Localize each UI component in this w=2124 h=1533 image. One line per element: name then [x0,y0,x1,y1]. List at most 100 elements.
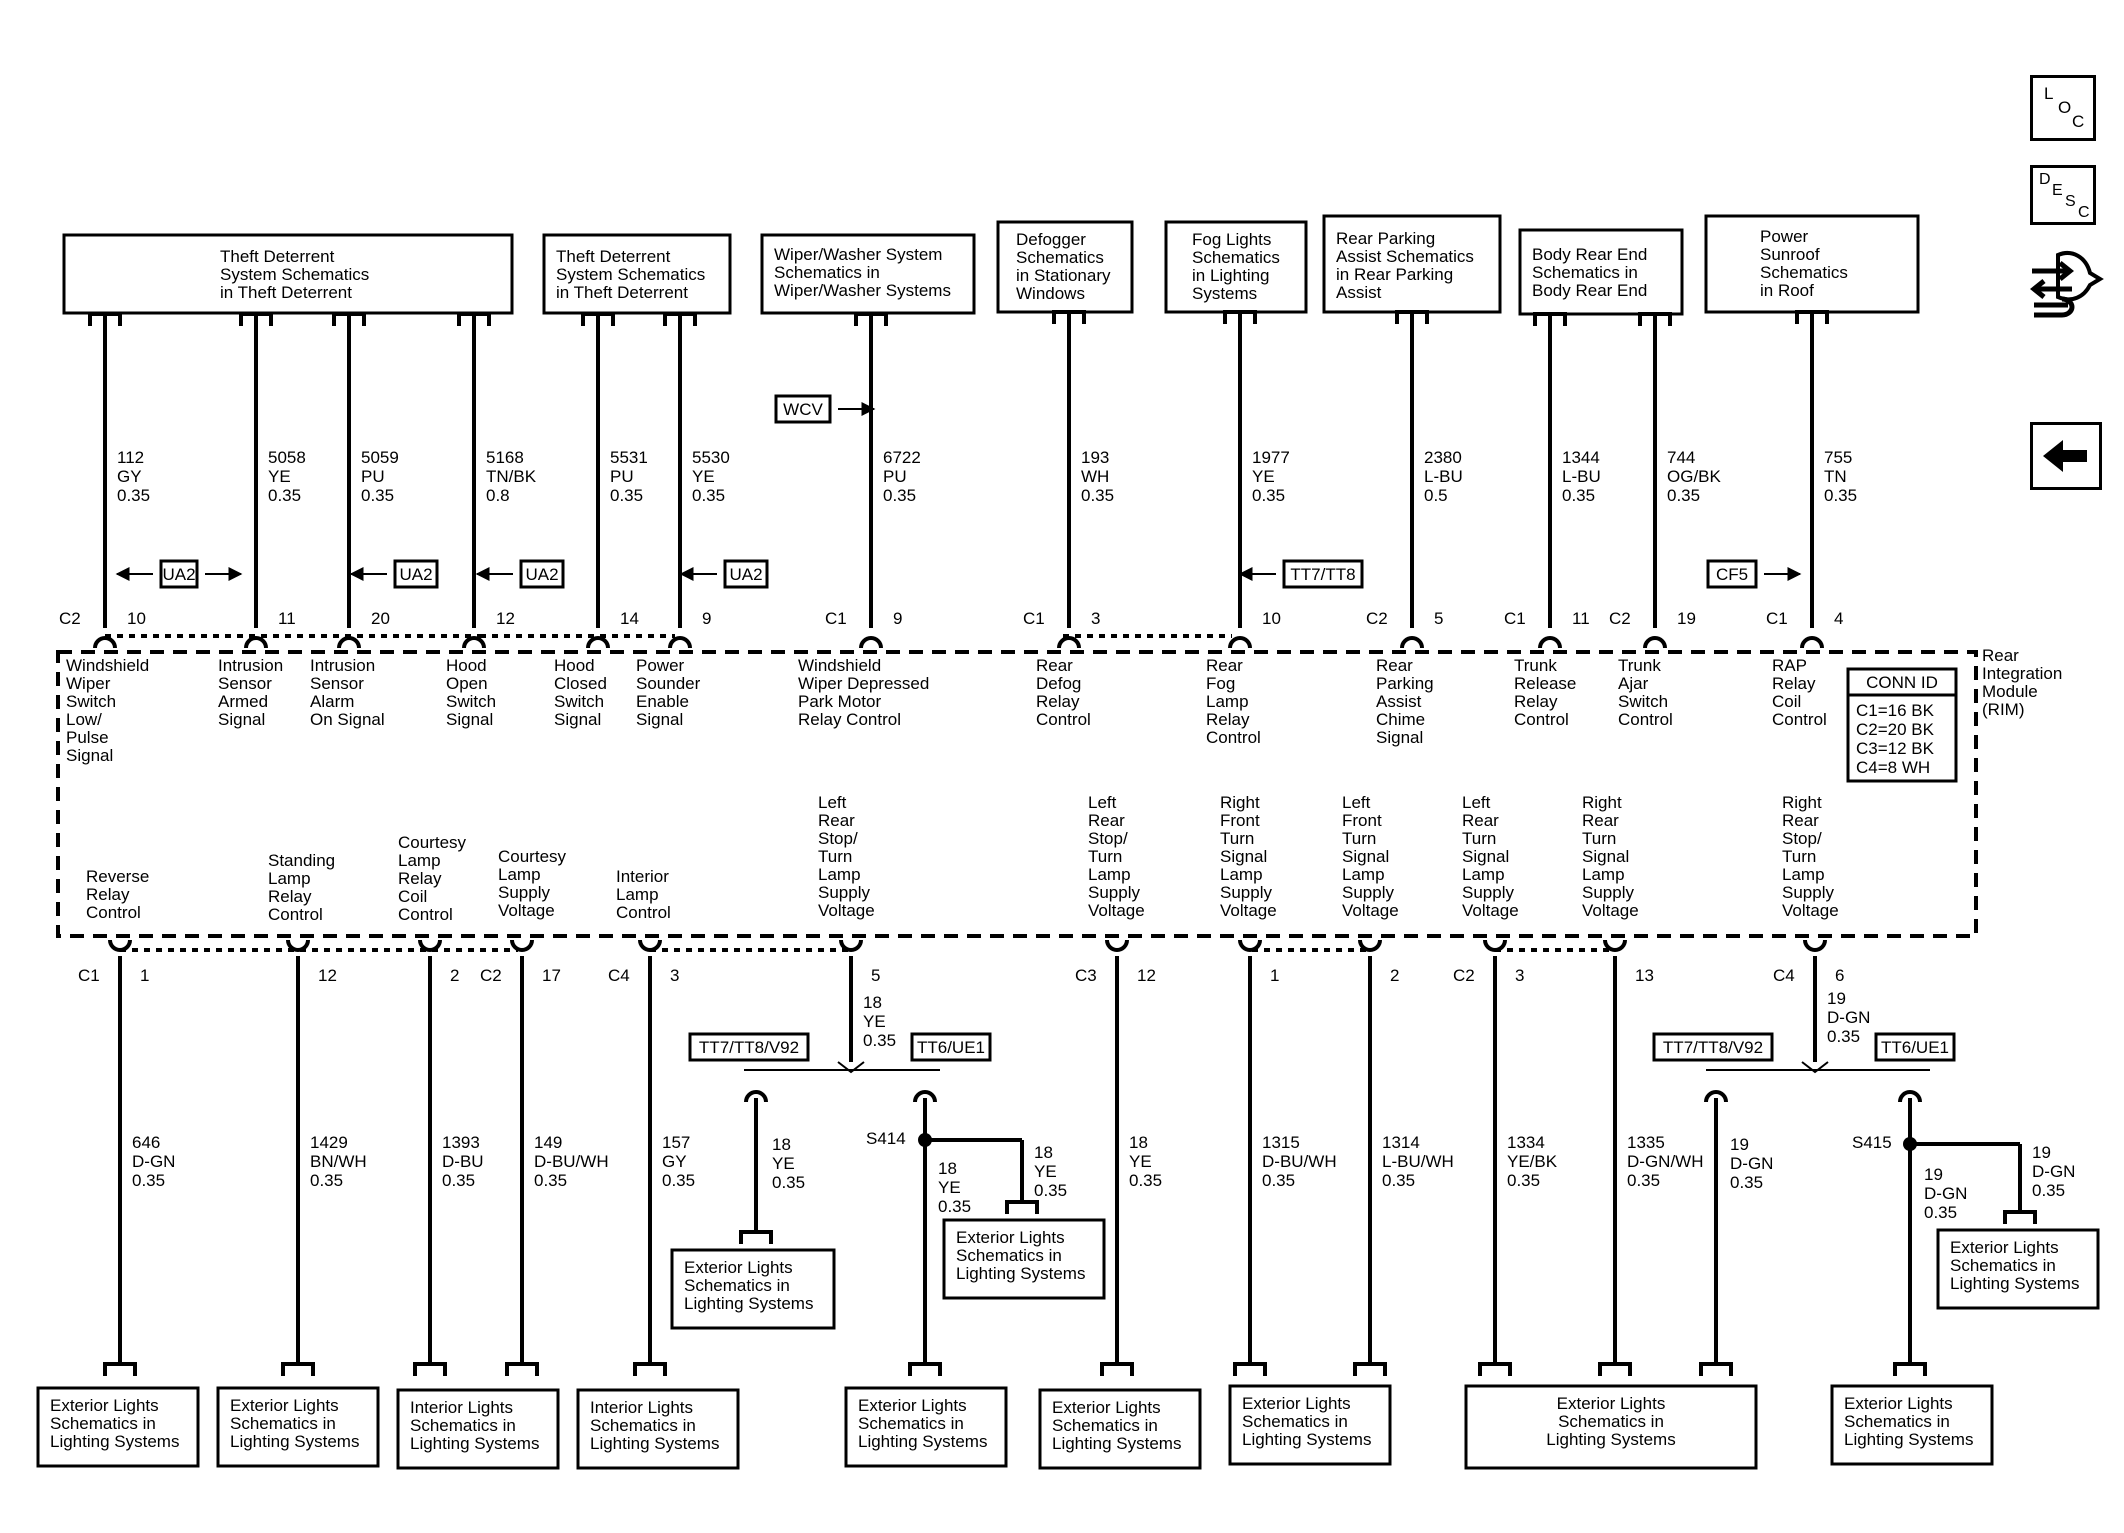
option-tag-ua2: UA2 [349,559,439,589]
pin-number: 3 [1091,609,1100,628]
wire-gauge: 0.35 [692,486,725,505]
wire-color-code: YE [268,467,291,486]
bottom-circuit: 1 [1238,939,1279,985]
module-function-label: Hood [446,656,487,675]
connector-tools-icon[interactable] [2028,245,2104,325]
wire-color-code: D-BU/WH [1262,1152,1337,1171]
module-function-label: Voltage [818,901,875,920]
pin-number: 11 [278,609,296,628]
module-function-label: Release [1514,674,1576,693]
option-tag-tt7-tt8-v92: TT7/TT8/V92 [688,1032,810,1062]
module-function-label: Switch [554,692,604,711]
wire-color-code: L-BU [1562,467,1601,486]
pin-number: 19 [1677,609,1696,628]
reference-box-text: Lighting Systems [590,1434,719,1453]
rim-connector-pin [668,636,692,649]
back-arrow-glyph [2043,440,2087,472]
module-labels: WindshieldWiperSwitchLow/PulseSignalIntr… [66,646,2062,924]
back-arrow-icon[interactable] [2030,422,2102,490]
option-connector [744,1090,768,1103]
wire-circuit-number: 2380 [1424,448,1462,467]
bottom-circuit: 12 [286,939,337,985]
wire-color-code: D-GN [1730,1154,1773,1173]
reference-terminal [505,1362,539,1376]
module-function-label: Sensor [218,674,272,693]
pin-number: 20 [371,609,390,628]
conn-id-row: C4=8 WH [1856,758,1930,777]
module-function-label: Turn [1088,847,1122,866]
wire-gauge: 0.35 [1562,486,1595,505]
rim-connector-pin [1538,636,1562,649]
wire-color-code: D-BU/WH [534,1152,609,1171]
wire-color-code: YE [938,1178,961,1197]
pin-number: 9 [702,609,711,628]
wire-circuit-number: 193 [1081,448,1109,467]
reference-box-text: Windows [1016,284,1085,303]
reference-box-text: System Schematics [556,265,705,284]
module-function-label: Supply [1342,883,1394,902]
reference-box-text: Lighting Systems [1950,1274,2079,1293]
wire-circuit-number: 755 [1824,448,1852,467]
reference-box-text: Lighting Systems [1242,1430,1371,1449]
reference-terminal [1100,1362,1134,1376]
reference-box-text: Schematics in [1242,1412,1348,1431]
module-function-label: Signal [446,710,493,729]
module-function-label: On Signal [310,710,385,729]
wire-color-code: L-BU/WH [1382,1152,1454,1171]
reference-box-text: Systems [1192,284,1257,303]
wire-gauge: 0.35 [1627,1171,1660,1190]
module-function-label: Lamp [818,865,861,884]
connector-id: C1 [1023,609,1045,628]
connector-id: C2 [1453,966,1475,985]
wire-color-code: YE [1252,467,1275,486]
desc-letter-c: C [2078,204,2090,221]
pin-number: 12 [1137,966,1156,985]
module-function-label: Parking [1376,674,1434,693]
rim-connector-pin [1238,939,1262,952]
wire-circuit-number: 5059 [361,448,399,467]
reference-box-text: Schematics [1760,263,1848,282]
reference-box-text: Lighting Systems [1844,1430,1973,1449]
module-function-label: Right [1582,793,1622,812]
module-function-label: Coil [1772,692,1801,711]
rim-connector-pin [1057,636,1081,649]
description-icon[interactable]: D E S C [2030,165,2096,225]
location-icon[interactable]: L O C [2030,75,2096,141]
reference-box-text: Exterior Lights [1844,1394,1953,1413]
wire-circuit-number: 6722 [883,448,921,467]
module-function-label: Rear [818,811,855,830]
rim-connector-pin [1228,636,1252,649]
option-tag-label: CF5 [1716,565,1748,584]
reference-box-outline [670,1248,836,1330]
module-function-label: Park Motor [798,692,881,711]
module-function-label: Supply [1462,883,1514,902]
module-name: Rear [1982,646,2019,665]
rim-connector-pin [1800,636,1824,649]
wire-color-code: TN/BK [486,467,537,486]
option-tag-cf5: CF5 [1706,559,1802,589]
module-function-label: Relay [1206,710,1250,729]
option-tag-label: TT7/TT8/V92 [1663,1038,1763,1057]
rim-connector-pin [1483,939,1507,952]
module-function-label: Voltage [1088,901,1145,920]
option-tag-box [910,1032,992,1062]
wire-circuit-number: 157 [662,1133,690,1152]
reference-box-text: System Schematics [220,265,369,284]
pin-number: 12 [318,966,337,985]
reference-box-text: Lighting Systems [1052,1434,1181,1453]
wire-gauge: 0.35 [610,486,643,505]
reference-box-text: Exterior Lights [50,1396,159,1415]
module-function-label: Lamp [1782,865,1825,884]
